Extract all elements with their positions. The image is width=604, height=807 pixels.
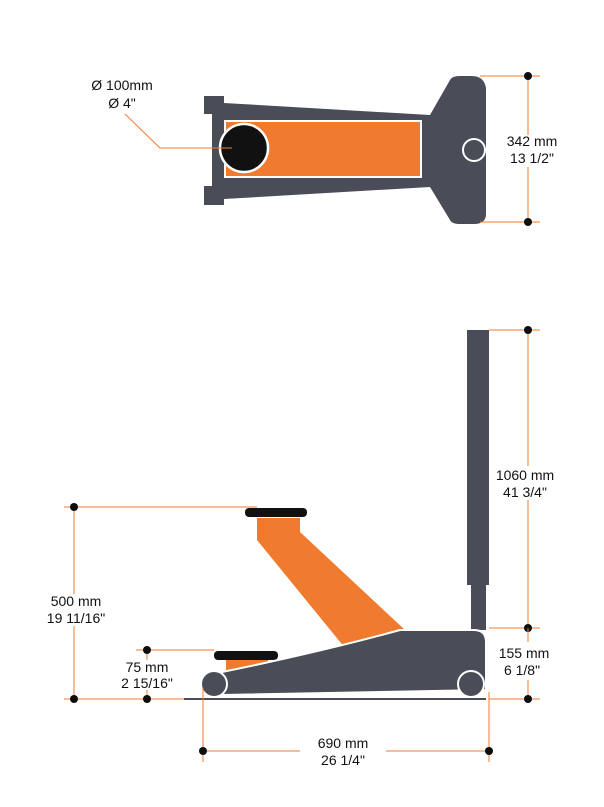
length-dot-left	[199, 747, 207, 755]
front-wheel	[200, 670, 228, 698]
chassis	[221, 629, 487, 697]
chassis-dot-bottom	[524, 695, 532, 703]
diameter-leader	[124, 113, 232, 149]
min-height-metric: 75 mm	[126, 659, 169, 675]
min-height-dot-top	[143, 646, 151, 654]
max-height-dot-top	[70, 503, 78, 511]
chassis-imperial: 6 1/8"	[504, 662, 540, 678]
handle-neck	[471, 585, 486, 630]
rear-hole	[462, 138, 486, 162]
handle-imperial: 41 3/4"	[503, 484, 547, 500]
width-dot-top	[524, 72, 532, 80]
length-dot-right	[485, 747, 493, 755]
width-metric: 342 mm	[507, 133, 558, 149]
handle-metric: 1060 mm	[496, 467, 554, 483]
diameter-imperial: Ø 4"	[108, 95, 136, 111]
width-imperial: 13 1/2"	[510, 150, 554, 166]
saddle-raised	[245, 508, 307, 517]
side-view: 500 mm 19 11/16" 75 mm 2 15/16" 1060 mm …	[47, 326, 554, 768]
top-view: Ø 100mm Ø 4" 342 mm 13 1/2"	[91, 72, 557, 226]
min-height-imperial: 2 15/16"	[121, 675, 173, 691]
min-height-dot-bottom	[143, 695, 151, 703]
length-imperial: 26 1/4"	[321, 752, 365, 768]
max-height-metric: 500 mm	[51, 593, 102, 609]
rear-wheel	[457, 670, 485, 698]
max-height-imperial: 19 11/16"	[47, 610, 105, 626]
handle-dot-top	[524, 326, 532, 334]
length-metric: 690 mm	[318, 735, 369, 751]
saddle-lowered	[214, 651, 278, 660]
max-height-dot-bottom	[70, 695, 78, 703]
chassis-metric: 155 mm	[499, 645, 550, 661]
lift-arm-side	[257, 518, 405, 648]
handle	[467, 330, 489, 585]
width-dot-bottom	[524, 218, 532, 226]
diameter-metric: Ø 100mm	[91, 77, 152, 93]
